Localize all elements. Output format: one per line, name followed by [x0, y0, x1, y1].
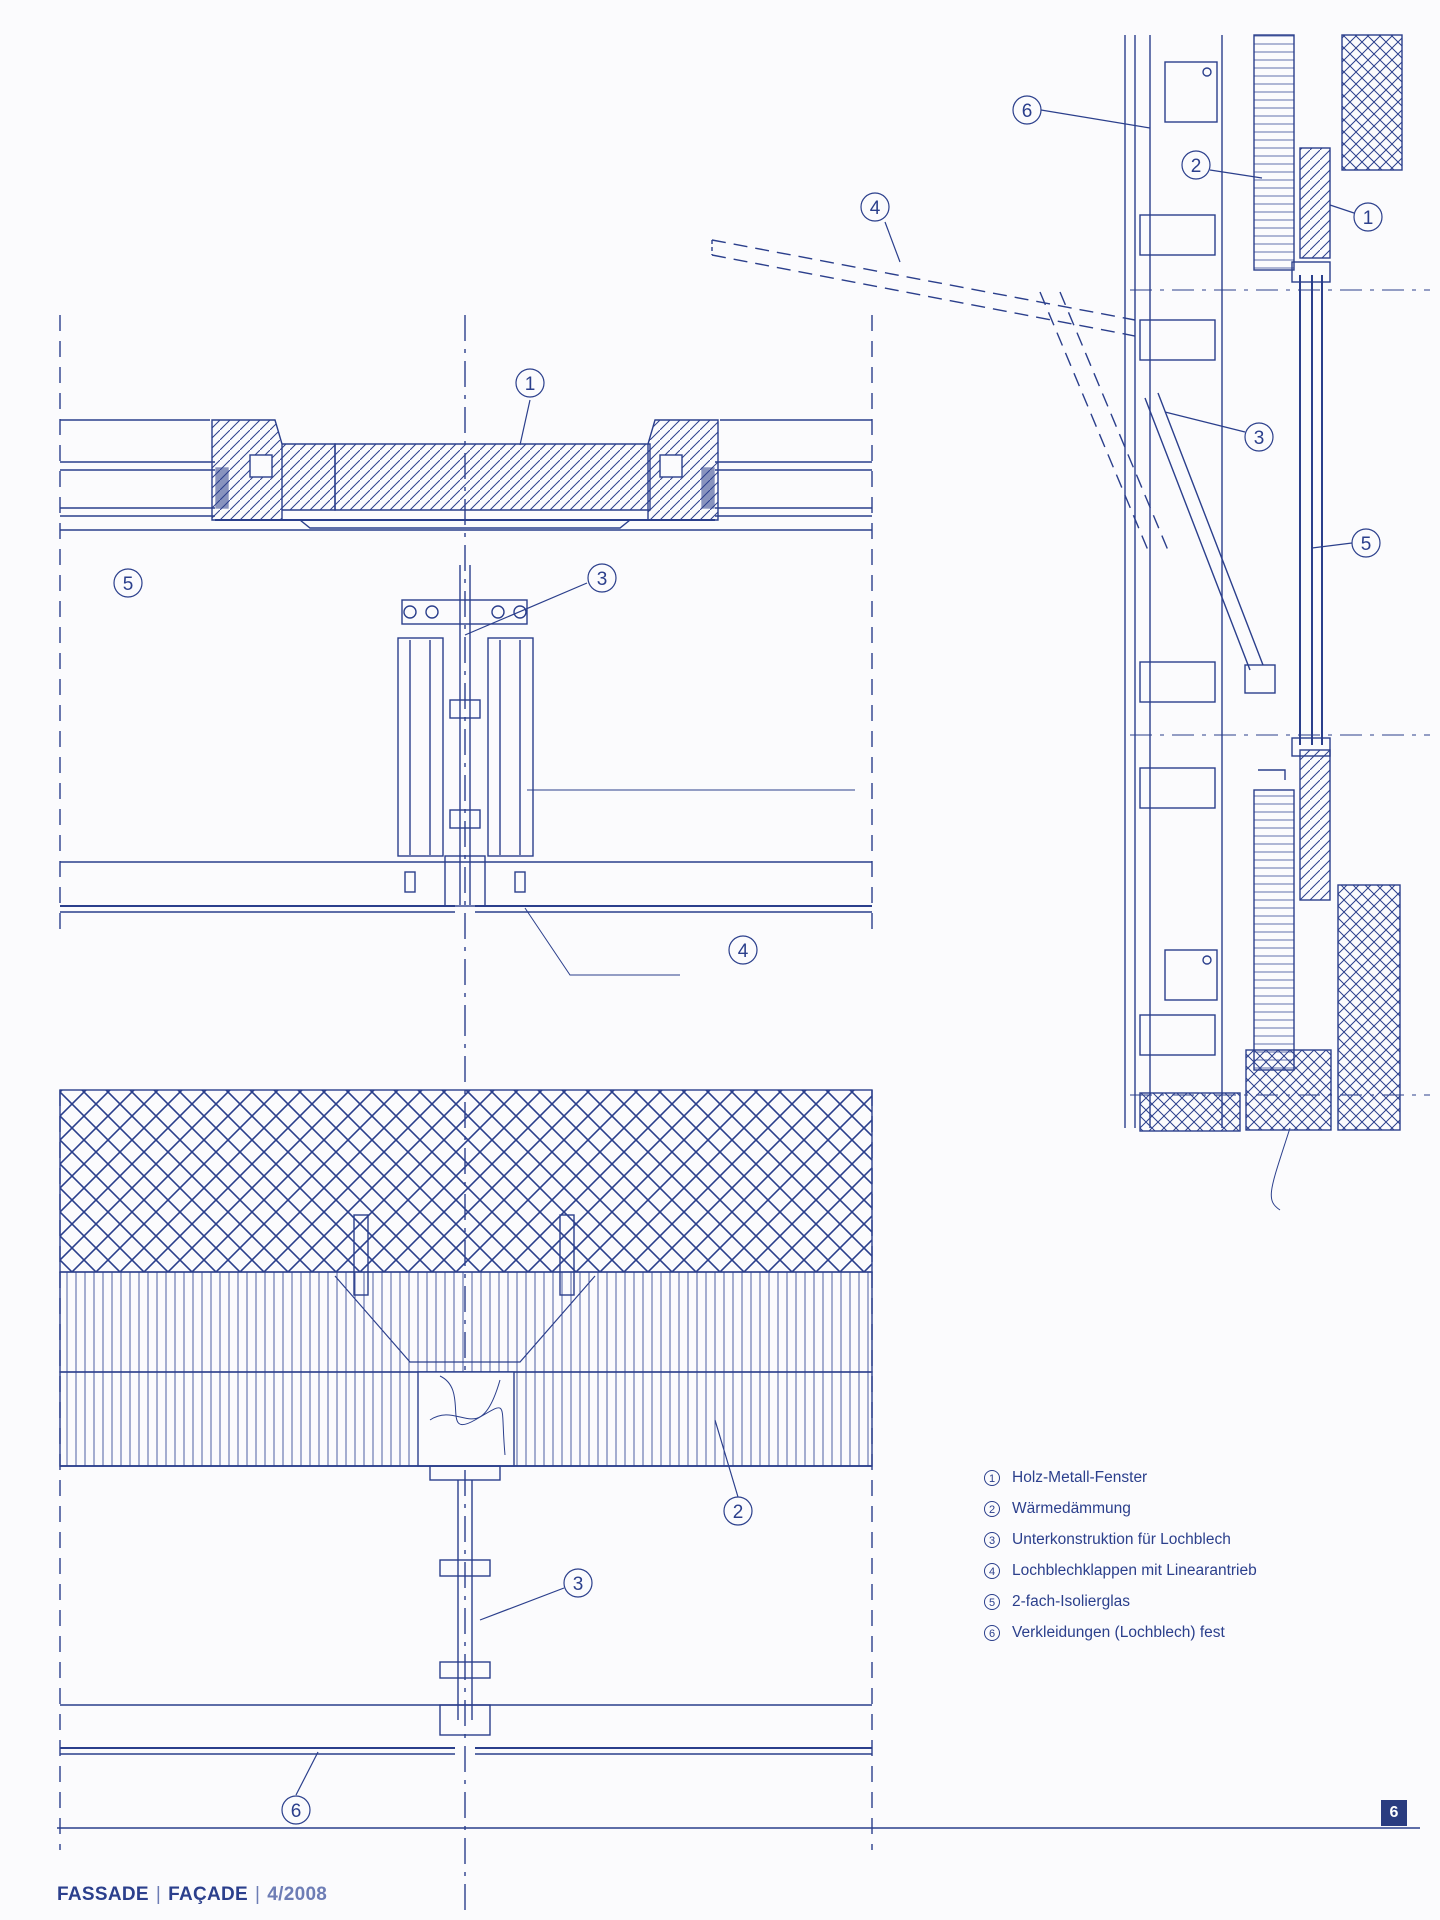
svg-text:4: 4 — [870, 198, 881, 219]
legend-item: 2 Wärmedämmung — [984, 1493, 1257, 1524]
callout-6-section — [1012, 95, 1042, 125]
legend-number: 4 — [984, 1562, 1000, 1579]
magazine-title-fr: FAÇADE — [168, 1884, 249, 1905]
separator: | — [155, 1884, 162, 1905]
footer-masthead: FASSADE | FAÇADE | 4/2008 — [57, 1884, 327, 1906]
callout-3-section — [1244, 422, 1274, 452]
svg-text:2: 2 — [1191, 156, 1202, 177]
svg-text:5: 5 — [1361, 534, 1372, 555]
svg-text:3: 3 — [597, 569, 608, 590]
legend-number: 6 — [984, 1624, 1000, 1641]
svg-text:3: 3 — [1254, 428, 1265, 449]
callout-2-bottom-plan — [723, 1496, 753, 1526]
legend-label: Verkleidungen (Lochblech) fest — [1012, 1623, 1225, 1641]
top-plan-detail — [59, 315, 873, 1010]
legend-number: 3 — [984, 1531, 1000, 1548]
svg-text:1: 1 — [525, 374, 536, 395]
legend-label: Wärmedämmung — [1012, 1499, 1131, 1517]
legend: 1 Holz-Metall-Fenster 2 Wärmedämmung 3 Unte… — [984, 1462, 1257, 1648]
svg-text:5: 5 — [123, 574, 134, 595]
callout-5-top-plan — [113, 568, 143, 598]
separator: | — [255, 1884, 261, 1905]
legend-label: 2-fach-Isolierglas — [1012, 1592, 1131, 1610]
magazine-title-de: FASSADE — [57, 1884, 149, 1905]
svg-text:2: 2 — [733, 1502, 744, 1523]
legend-item: 1 Holz-Metall-Fenster — [984, 1462, 1257, 1493]
legend-label: Holz-Metall-Fenster — [1012, 1468, 1148, 1486]
callout-5-section — [1351, 528, 1381, 558]
callout-4-top-plan — [728, 935, 758, 965]
callouts: 1 3 5 4 2 3 6 6 2 1 4 3 — [113, 95, 1383, 1825]
svg-text:3: 3 — [573, 1574, 584, 1595]
callout-6-bottom-plan — [281, 1795, 311, 1825]
callout-2-section — [1181, 150, 1211, 180]
legend-item: 4 Lochblechklappen mit Linearantrieb — [984, 1555, 1257, 1586]
legend-number: 2 — [984, 1500, 1000, 1517]
legend-item: 6 Verkleidungen (Lochblech) fest — [984, 1617, 1257, 1648]
page-number-badge: 6 — [1381, 1800, 1407, 1826]
issue-number: 4/2008 — [267, 1884, 328, 1905]
bottom-plan-detail — [57, 1010, 1420, 1910]
legend-label: Unterkonstruktion für Lochblech — [1012, 1530, 1231, 1548]
legend-label: Lochblechklappen mit Linearantrieb — [1012, 1561, 1257, 1579]
legend-number: 1 — [984, 1469, 1000, 1486]
vertical-section — [711, 34, 1430, 1211]
legend-item: 5 2-fach-Isolierglas — [984, 1586, 1257, 1617]
svg-text:4: 4 — [738, 941, 749, 962]
callout-4-section — [860, 192, 890, 222]
legend-number: 5 — [984, 1593, 1000, 1610]
legend-item: 3 Unterkonstruktion für Lochblech — [984, 1524, 1257, 1555]
callout-3-top-plan — [587, 563, 617, 593]
callout-1-section — [1353, 202, 1383, 232]
svg-text:6: 6 — [291, 1801, 302, 1822]
callout-3-bottom-plan — [563, 1568, 593, 1598]
svg-text:6: 6 — [1022, 101, 1033, 122]
svg-text:1: 1 — [1363, 208, 1374, 229]
callout-1-top-plan — [515, 368, 545, 398]
